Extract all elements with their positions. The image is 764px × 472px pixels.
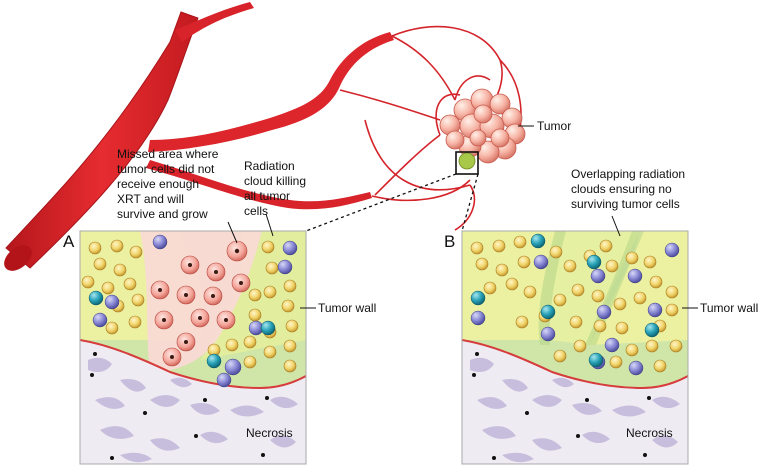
zoom-lines <box>305 173 479 232</box>
panel-a: A Tumor wall Necrosis <box>63 230 376 465</box>
overlapping-clouds-label: Overlapping radiation clouds ensuring no… <box>571 167 688 211</box>
panel-b: B Tumor wall Necrosis <box>444 230 758 465</box>
panel-a-necrosis-label: Necrosis <box>246 426 293 440</box>
blue-cells <box>92 234 298 388</box>
callout-lines-b <box>611 215 621 237</box>
cell-nuclei <box>158 248 243 359</box>
necrosis-dots-b <box>472 352 651 460</box>
blood-vessel <box>4 2 394 271</box>
necrosis-blobs <box>88 357 298 463</box>
tumor-cluster <box>439 88 526 164</box>
necrosis-dots <box>90 352 269 460</box>
callout-lines-a <box>227 213 274 244</box>
necrosis-blobs-b <box>470 357 680 463</box>
tumor-label: Tumor <box>537 119 571 133</box>
yellow-cells-b <box>470 235 683 373</box>
panel-b-necrosis-label: Necrosis <box>626 426 673 440</box>
teal-cells <box>88 290 276 369</box>
panel-a-tumor-wall-label: Tumor wall <box>318 301 376 315</box>
missed-area-label: Missed area where tumor cells did not re… <box>117 147 222 221</box>
artery-branch-top <box>175 2 254 42</box>
teal-cells-b <box>470 233 660 368</box>
tumor-zoom-box <box>455 151 479 175</box>
tumor-wall-line <box>80 339 306 390</box>
panel-a-cells <box>81 234 299 388</box>
artery-opening <box>4 245 32 271</box>
tumor-label-group: Tumor <box>518 119 571 133</box>
radiation-cloud-label: Radiation cloud killing all tumor cells <box>244 159 309 218</box>
panel-b-letter: B <box>444 232 455 251</box>
missed-area <box>140 231 262 372</box>
panel-b-cells <box>470 233 683 376</box>
main-artery <box>5 11 199 269</box>
artery-branch-lower <box>146 160 372 210</box>
panel-a-letter: A <box>63 232 75 251</box>
artery-branch-to-tumor <box>148 32 394 152</box>
panel-b-tumor-wall-label: Tumor wall <box>700 301 758 315</box>
tumor-wall-line-b <box>462 339 688 390</box>
